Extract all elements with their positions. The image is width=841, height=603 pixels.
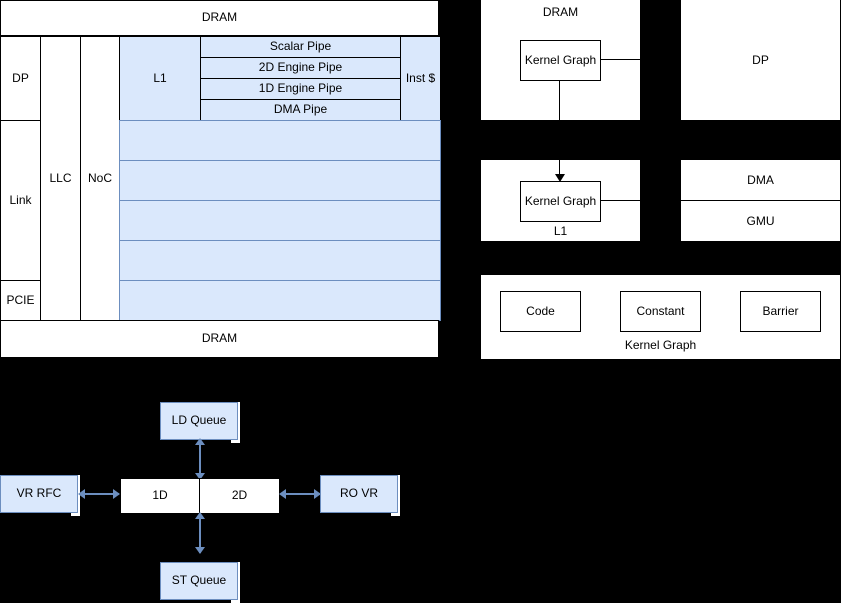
- dp-engine-panel: DP: [681, 0, 840, 120]
- io-cell-link: Link: [0, 120, 41, 281]
- engine-1d-label: 1D: [152, 488, 168, 503]
- dram-bottom-label: DRAM: [201, 331, 238, 346]
- io-label-pcie: PCIE: [6, 292, 35, 307]
- dram-to-l1-connector-upper: [559, 80, 560, 120]
- kernel-graph-caption: Kernel Graph: [624, 338, 697, 352]
- dram-kernel-graph-right-connector: [600, 59, 640, 60]
- vr-rfc-label: VR RFC: [16, 486, 62, 501]
- ld-queue-block: LD Queue: [160, 402, 238, 440]
- execution-pipeline-panel: LD Queue VR RFC 1D 2D RO VR ST Queue: [0, 378, 441, 603]
- ld-queue-label: LD Queue: [171, 413, 227, 428]
- dram-to-l1-arrow-shaft: [559, 160, 560, 176]
- ro-vr-label: RO VR: [339, 486, 378, 501]
- pipe-cell-2d-engine: 2D Engine Pipe: [200, 57, 401, 79]
- l1-label: L1: [153, 70, 167, 85]
- pipe-label-dma: DMA Pipe: [273, 102, 328, 117]
- st-queue-label: ST Queue: [171, 573, 227, 588]
- core-row: [119, 120, 441, 161]
- l1-kernel-graph-block: Kernel Graph: [520, 181, 601, 222]
- pipe-cell-scalar: Scalar Pipe: [200, 36, 401, 58]
- io-label-link: Link: [9, 192, 32, 207]
- pipe-label-1d-engine: 1D Engine Pipe: [258, 81, 343, 96]
- dma-gmu-panel: DMA GMU: [681, 160, 840, 241]
- dram-memory-title: DRAM: [542, 5, 579, 19]
- kernel-graph-block-barrier: Barrier: [740, 291, 821, 332]
- kernel-graph-block-code: Code: [500, 291, 581, 332]
- st-queue-connector-arrow-down: [195, 547, 205, 554]
- l1-memory-panel: Kernel Graph L1: [481, 160, 640, 241]
- l1-cell: L1: [119, 36, 201, 121]
- dram-kernel-graph-block: Kernel Graph: [520, 40, 601, 81]
- l1-memory-caption: L1: [553, 224, 568, 238]
- core-row: [119, 160, 441, 201]
- ld-queue-connector-arrow-down: [195, 473, 205, 480]
- engine-2d-block: 2D: [199, 478, 280, 514]
- dp-engine-label: DP: [752, 53, 769, 67]
- vr-rfc-connector-arrow-right: [113, 489, 120, 499]
- kernel-graph-panel: Code Constant Barrier Kernel Graph: [481, 275, 840, 359]
- dram-kernel-graph-label: Kernel Graph: [524, 52, 597, 67]
- core-row: [119, 240, 441, 281]
- ro-vr-connector-arrow-right: [314, 489, 321, 499]
- st-queue-connector-arrow-up: [195, 512, 205, 519]
- core-row: [119, 200, 441, 241]
- llc-cell: LLC: [40, 36, 81, 321]
- dram-bottom-cell: DRAM: [0, 320, 439, 358]
- l1-kernel-graph-label: Kernel Graph: [524, 193, 597, 208]
- st-queue-connector-shaft: [199, 515, 201, 553]
- vr-rfc-connector-arrow-left: [78, 489, 85, 499]
- inst-cache-cell: Inst $: [400, 36, 441, 121]
- ld-queue-connector-shaft: [199, 441, 201, 479]
- pipe-cell-dma: DMA Pipe: [200, 99, 401, 121]
- dram-to-l1-arrow-head: [555, 174, 565, 182]
- ld-queue-connector-arrow-up: [195, 438, 205, 445]
- io-cell-pcie: PCIE: [0, 280, 41, 321]
- vr-rfc-connector-shaft: [81, 493, 119, 495]
- io-cell-dp: DP: [0, 36, 41, 121]
- kernel-graph-label-barrier: Barrier: [762, 303, 799, 318]
- noc-label: NoC: [87, 170, 112, 185]
- inst-cache-label: Inst $: [405, 70, 436, 85]
- st-queue-block: ST Queue: [160, 562, 238, 600]
- gmu-engine-label: GMU: [746, 214, 775, 228]
- dram-top-label: DRAM: [201, 10, 238, 25]
- engine-2d-label: 2D: [231, 488, 248, 503]
- pipe-label-scalar: Scalar Pipe: [269, 39, 332, 54]
- pipe-label-2d-engine: 2D Engine Pipe: [258, 60, 343, 75]
- noc-cell: NoC: [80, 36, 120, 321]
- dma-engine-label: DMA: [747, 173, 774, 187]
- kernel-graph-label-constant: Constant: [636, 303, 685, 318]
- kernel-graph-label-code: Code: [526, 303, 555, 318]
- llc-label: LLC: [49, 170, 72, 185]
- dram-memory-panel: DRAM Kernel Graph: [481, 0, 640, 120]
- io-label-dp: DP: [12, 70, 29, 85]
- chip-architecture-panel: DRAM DP Link PCIE LLC NoC L1 Scalar Pipe…: [0, 0, 441, 358]
- l1-kernel-graph-right-connector: [600, 200, 640, 201]
- dram-top-cell: DRAM: [0, 0, 439, 36]
- engine-1d-block: 1D: [120, 478, 200, 514]
- vr-rfc-block: VR RFC: [0, 475, 78, 513]
- dram-to-l1-connector-gap: [559, 120, 560, 161]
- kernel-graph-block-constant: Constant: [620, 291, 701, 332]
- ro-vr-connector-shaft: [282, 493, 320, 495]
- dma-gmu-divider: [681, 200, 840, 201]
- ro-vr-block: RO VR: [320, 475, 398, 513]
- ro-vr-connector-arrow-left: [279, 489, 286, 499]
- core-row: [119, 280, 441, 321]
- pipe-cell-1d-engine: 1D Engine Pipe: [200, 78, 401, 100]
